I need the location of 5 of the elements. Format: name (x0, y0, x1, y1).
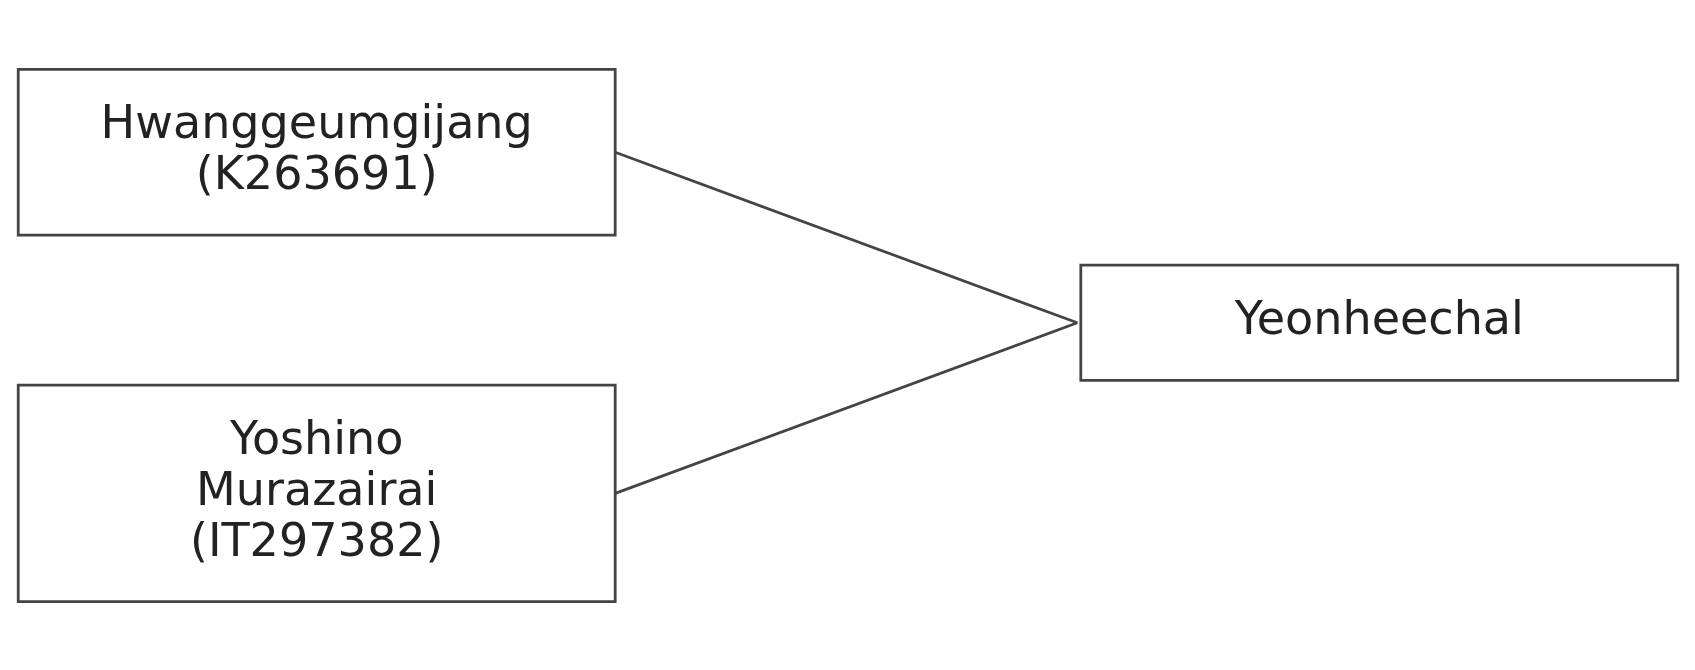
connector (614, 150, 1078, 324)
connector (614, 321, 1078, 495)
node-box: Yeonheechal (1078, 263, 1679, 382)
node-box: Hwanggeumgijang (K263691) (16, 67, 617, 237)
node-box: Yoshino Murazairai (IT297382) (16, 383, 617, 603)
